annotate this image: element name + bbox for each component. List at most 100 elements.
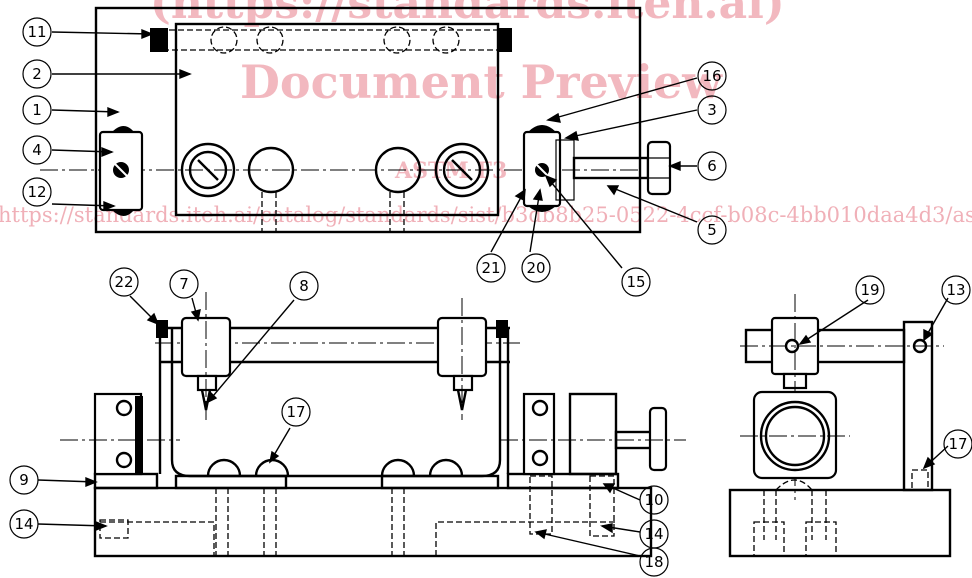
- top-bushing-right-outer: [434, 142, 490, 198]
- side-hidden-arc: [775, 479, 813, 491]
- svg-text:9: 9: [19, 471, 29, 489]
- svg-text:6: 6: [707, 157, 717, 175]
- callout-14-left: 14: [9, 509, 39, 539]
- callout-11: 11: [22, 17, 52, 47]
- front-left-screw-1: [115, 399, 133, 417]
- top-shaft-end-left: [150, 28, 168, 52]
- top-screw-rod: [572, 156, 650, 180]
- side-specimen-inner: [764, 405, 826, 467]
- top-hole-3: [374, 146, 422, 194]
- top-left-clamp-bottom: [112, 210, 134, 216]
- watermark-line-2: Document Preview: [240, 55, 723, 109]
- callout-3: 3: [697, 95, 727, 125]
- callout-20: 20: [521, 253, 551, 283]
- top-hidden-hole-3: [383, 26, 411, 54]
- front-right-clamp: [522, 392, 556, 476]
- callout-19: 19: [855, 275, 885, 305]
- callout-6: 6: [697, 151, 727, 181]
- callout-9: 9: [9, 465, 39, 495]
- front-right-pad: [506, 472, 620, 490]
- top-left-clamp-slot: [114, 163, 128, 177]
- front-probe-right-neck: [452, 374, 474, 392]
- callout-16: 16: [697, 61, 727, 91]
- svg-text:3: 3: [707, 101, 717, 119]
- svg-text:10: 10: [644, 491, 663, 509]
- front-right-block: [568, 392, 618, 476]
- top-shaft-end-right: [498, 28, 512, 52]
- callouts: 11 2 1 4 12 16 3 6 5 21 20 15 22 7 8 17 …: [9, 17, 972, 577]
- svg-text:14: 14: [14, 515, 33, 533]
- front-bump-3: [380, 458, 416, 477]
- front-hidden-channel-right: [435, 521, 616, 556]
- front-knob: [648, 406, 668, 472]
- svg-text:13: 13: [946, 281, 965, 299]
- top-bushing-left-outer: [180, 142, 236, 198]
- svg-text:7: 7: [179, 275, 189, 293]
- top-knob: [646, 140, 672, 196]
- callout-10: 10: [639, 485, 669, 515]
- svg-text:19: 19: [860, 281, 879, 299]
- top-hidden-hole-4: [432, 26, 460, 54]
- callout-17: 17: [281, 397, 311, 427]
- callout-15: 15: [621, 267, 651, 297]
- svg-text:17: 17: [948, 435, 967, 453]
- callout-14-right: 14: [639, 519, 669, 549]
- top-left-clamp-cap: [112, 126, 134, 132]
- callout-13: 13: [941, 275, 971, 305]
- top-hidden-hole-2: [256, 26, 284, 54]
- top-view: [40, 6, 672, 234]
- callout-12: 12: [22, 177, 52, 207]
- svg-text:14: 14: [644, 525, 663, 543]
- callout-4: 4: [22, 135, 52, 165]
- svg-text:1: 1: [32, 101, 42, 119]
- front-view: [60, 292, 686, 558]
- svg-text:4: 4: [32, 141, 42, 159]
- front-hidden-pocket-right: [589, 475, 615, 537]
- side-base: [728, 488, 952, 558]
- front-right-screw-1: [531, 399, 549, 417]
- front-bump-2: [254, 458, 290, 477]
- front-probe-left-neck: [196, 374, 218, 392]
- top-screw-right: [451, 159, 473, 181]
- side-hidden-pocket-2: [805, 521, 837, 557]
- front-base: [93, 486, 653, 558]
- top-bushing-left-inner: [188, 150, 228, 190]
- top-base-plate: [94, 6, 642, 234]
- svg-text:20: 20: [526, 259, 545, 277]
- callout-5: 5: [697, 215, 727, 245]
- callout-18: 18: [639, 547, 669, 577]
- front-hidden-pin: [529, 475, 553, 535]
- callout-1: 1: [22, 95, 52, 125]
- svg-text:16: 16: [702, 67, 721, 85]
- callout-2: 2: [22, 59, 52, 89]
- svg-text:11: 11: [27, 23, 46, 41]
- callout-17-side: 17: [943, 429, 972, 459]
- svg-text:12: 12: [27, 183, 46, 201]
- side-view: [728, 294, 952, 558]
- svg-text:22: 22: [114, 273, 133, 291]
- svg-text:15: 15: [626, 273, 645, 291]
- callout-21: 21: [476, 253, 506, 283]
- front-clip-left: [156, 320, 168, 338]
- front-clip-right: [496, 320, 508, 338]
- watermark-line-3: ASTM F3: [394, 158, 507, 184]
- front-hidden-channel-left: [100, 521, 215, 556]
- top-right-clamp-bottom: [528, 206, 556, 212]
- svg-text:18: 18: [644, 553, 663, 571]
- front-left-clamp-edge: [135, 396, 143, 474]
- svg-text:5: 5: [707, 221, 717, 239]
- top-hidden-hole-1: [210, 26, 238, 54]
- top-bushing-right-inner: [442, 150, 482, 190]
- front-bridge-frame: [170, 328, 502, 478]
- top-right-clamp-cap: [528, 125, 556, 132]
- front-right-screw-2: [531, 449, 549, 467]
- front-bump-1: [206, 458, 242, 477]
- front-bump-4: [428, 458, 464, 477]
- callout-22: 22: [109, 267, 139, 297]
- top-screw-left: [197, 159, 219, 181]
- svg-text:17: 17: [286, 403, 305, 421]
- leaders: [37, 28, 949, 557]
- side-hidden-pocket-1: [753, 521, 785, 557]
- side-hidden-pin: [911, 469, 929, 491]
